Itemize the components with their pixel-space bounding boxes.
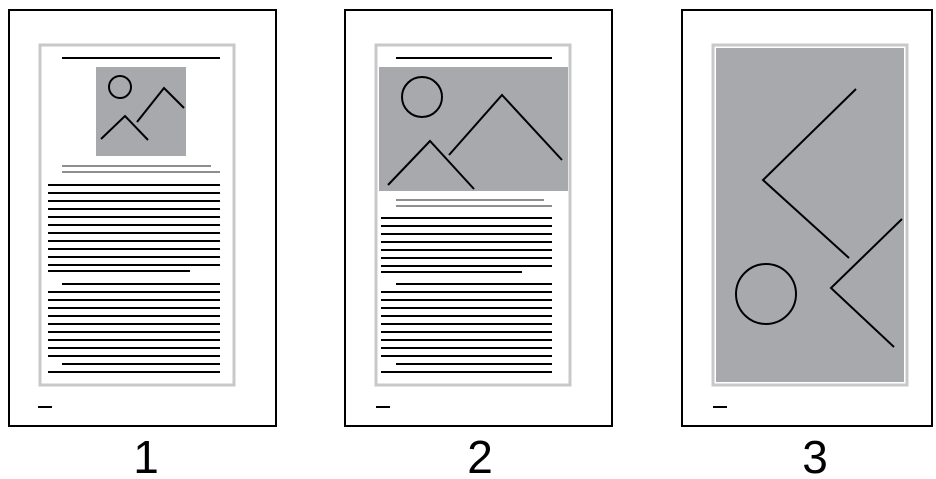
page-3-caption: 3 bbox=[802, 431, 828, 479]
page-2-caption: 2 bbox=[467, 431, 493, 479]
page-1: 1 bbox=[8, 9, 277, 479]
page-2: 2 bbox=[344, 9, 613, 479]
mountain-icon bbox=[136, 86, 185, 123]
mountain-icon bbox=[100, 114, 149, 141]
mountain-icon bbox=[387, 139, 475, 190]
page-1-caption: 1 bbox=[133, 431, 159, 479]
image-placeholder-icon bbox=[379, 67, 568, 191]
image-placeholder-icon bbox=[716, 48, 904, 382]
page-2-image-box bbox=[379, 67, 568, 191]
circle-icon bbox=[401, 76, 443, 118]
circle-icon bbox=[108, 75, 132, 99]
page-1-text-block bbox=[48, 184, 220, 373]
page-1-margin-guide bbox=[38, 43, 236, 387]
circle-icon bbox=[735, 263, 797, 325]
page-2-margin-guide bbox=[374, 43, 572, 387]
page-1-image-box bbox=[96, 67, 186, 156]
image-placeholder-icon bbox=[96, 67, 186, 156]
mountain-icon bbox=[829, 218, 903, 348]
mountain-icon bbox=[448, 93, 563, 161]
page-3: 3 bbox=[681, 9, 933, 479]
page-2-text-block bbox=[381, 217, 552, 373]
mountain-icon bbox=[761, 88, 857, 259]
page-3-margin-guide bbox=[711, 43, 909, 387]
page-3-image-box bbox=[716, 48, 904, 382]
